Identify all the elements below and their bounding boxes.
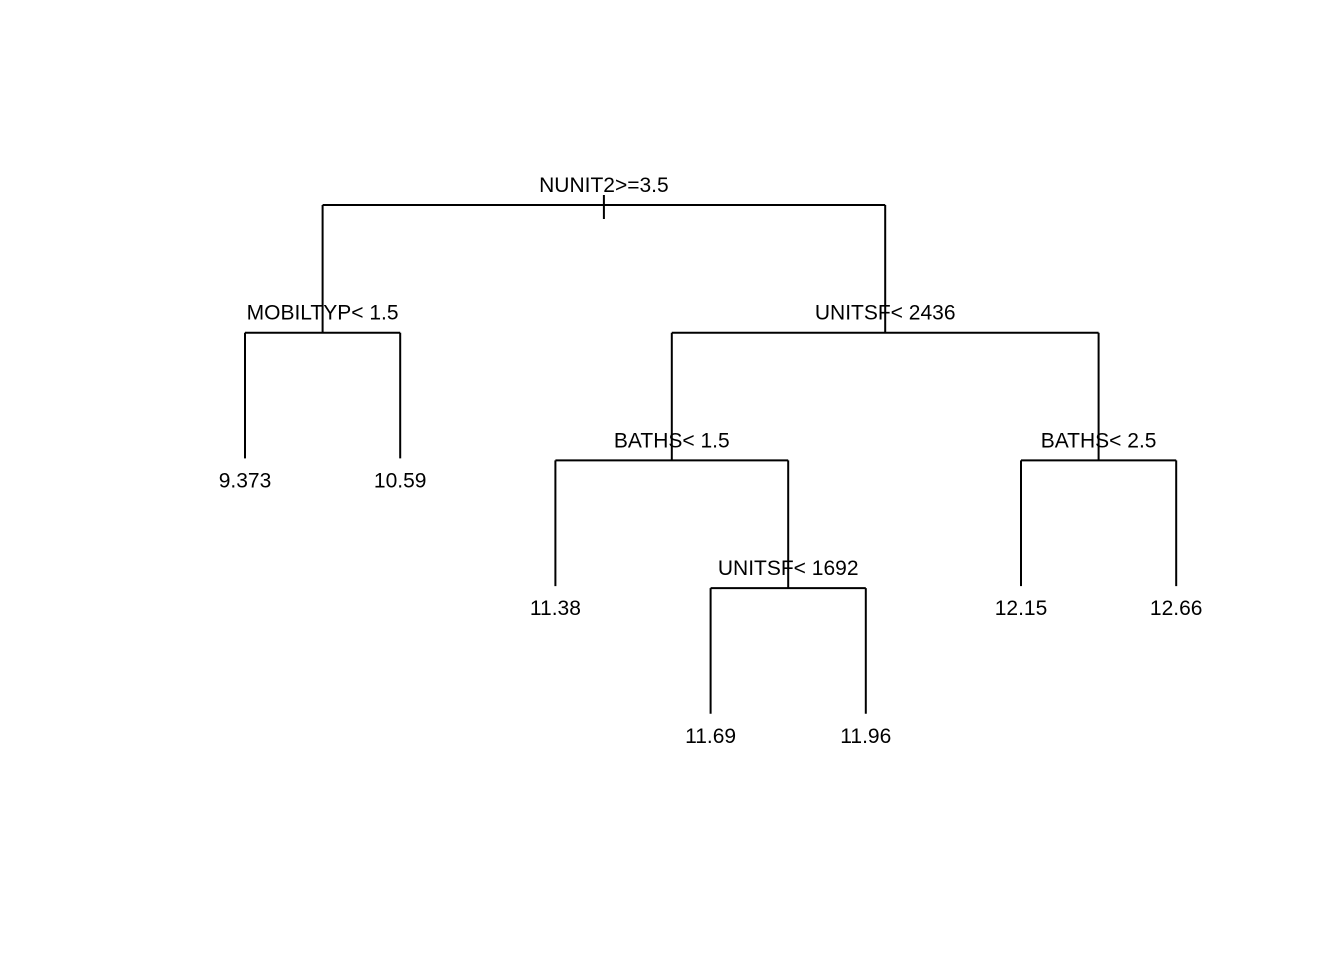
leaf-value-label: 11.69: [685, 725, 736, 748]
leaf-value-label: 11.38: [530, 597, 581, 620]
leaf-value-label: 12.66: [1150, 597, 1203, 620]
leaf-value-label: 12.15: [995, 597, 1048, 620]
split-label: UNITSF< 1692: [718, 557, 859, 580]
leaf-value-label: 11.96: [840, 725, 891, 748]
split-label: UNITSF< 2436: [815, 302, 956, 325]
leaf-value-label: 9.373: [219, 469, 272, 492]
split-label: MOBILTYP< 1.5: [247, 302, 399, 325]
split-label: BATHS< 2.5: [1041, 429, 1157, 452]
split-label: BATHS< 1.5: [614, 429, 730, 452]
leaf-value-label: 10.59: [374, 469, 427, 492]
root-split-label: NUNIT2>=3.5: [539, 174, 669, 197]
